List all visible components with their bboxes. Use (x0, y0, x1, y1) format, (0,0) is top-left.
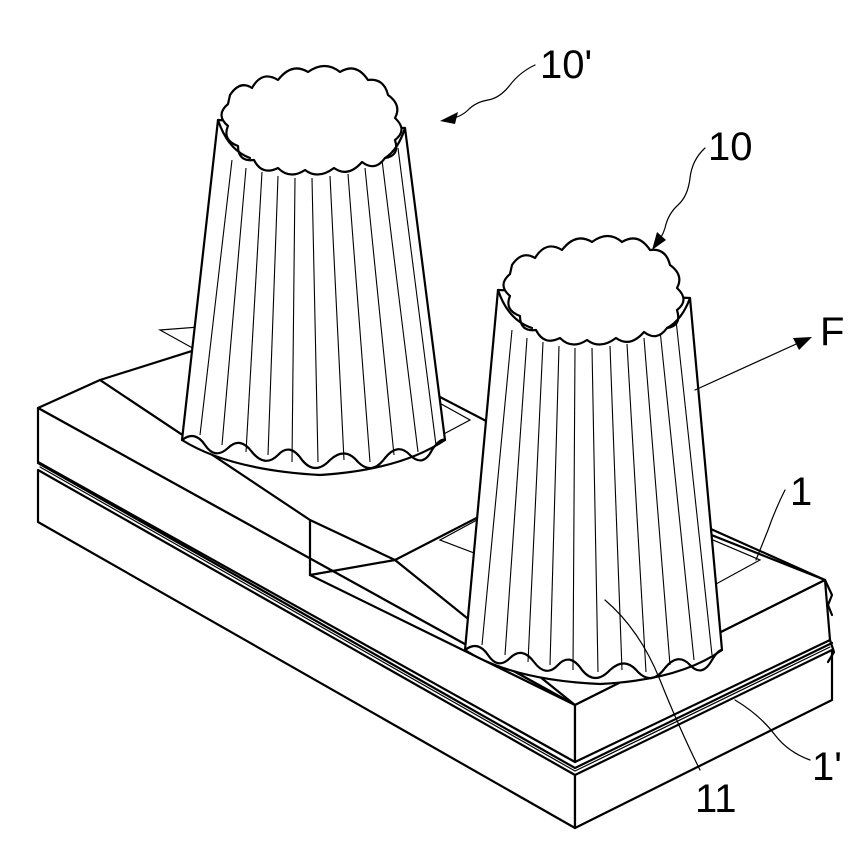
label-f: F (820, 310, 844, 354)
arrowhead-10 (652, 232, 666, 250)
container-10-prime (182, 66, 445, 475)
leader-1 (756, 490, 785, 560)
leader-10-prime (445, 65, 535, 120)
label-10-prime: 10' (540, 43, 592, 87)
container-10 (465, 236, 722, 684)
label-1: 1 (790, 470, 812, 514)
arrowhead-10-prime (440, 112, 458, 124)
container-10-body (465, 290, 722, 684)
arrowhead-f (793, 337, 812, 350)
label-1-prime: 1' (812, 745, 842, 789)
leader-10 (655, 148, 705, 245)
label-11: 11 (695, 777, 737, 821)
arrow-f-line (695, 340, 805, 390)
label-10: 10 (708, 125, 753, 169)
